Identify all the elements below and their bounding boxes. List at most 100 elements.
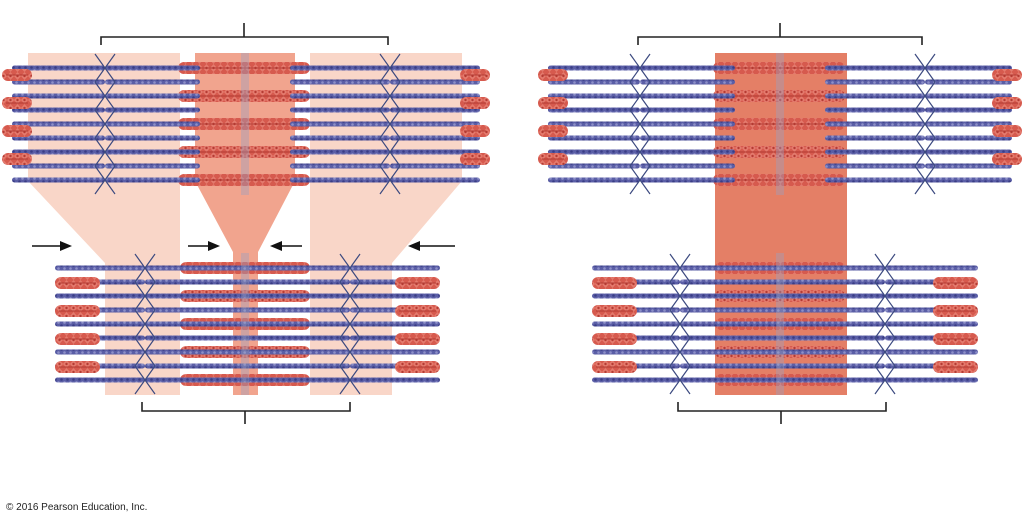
- actin-filament: [825, 93, 925, 99]
- actin-filament: [12, 135, 105, 141]
- actin-filament: [925, 93, 1012, 99]
- myosin-filament: [592, 361, 637, 373]
- m-line: [241, 53, 249, 195]
- actin-filament: [390, 135, 480, 141]
- actin-filament: [145, 307, 250, 313]
- z-disc: [134, 253, 156, 395]
- myosin-filament: [55, 361, 100, 373]
- myosin-filament: [538, 69, 568, 81]
- actin-filament: [925, 177, 1012, 183]
- myosin-filament: [460, 125, 490, 137]
- actin-filament: [290, 121, 390, 127]
- actin-filament: [925, 121, 1012, 127]
- actin-filament: [825, 177, 925, 183]
- arrow-icon: [408, 241, 455, 251]
- actin-filament: [350, 377, 440, 383]
- actin-filament: [240, 307, 350, 313]
- myosin-filament: [395, 277, 440, 289]
- actin-filament: [240, 279, 350, 285]
- actin-filament: [390, 163, 480, 169]
- actin-filament: [592, 293, 680, 299]
- actin-filament: [592, 349, 680, 355]
- actin-filament: [240, 293, 350, 299]
- z-disc-lines: [339, 253, 361, 395]
- actin-filament: [240, 363, 350, 369]
- actin-filament: [145, 265, 250, 271]
- actin-filament: [548, 65, 640, 71]
- actin-filament: [55, 265, 145, 271]
- actin-filament: [885, 349, 978, 355]
- myosin-filament: [460, 153, 490, 165]
- actin-filament: [640, 163, 735, 169]
- actin-filament: [640, 93, 735, 99]
- arrow-icon: [270, 241, 302, 251]
- z-disc: [669, 253, 691, 395]
- actin-filament: [548, 107, 640, 113]
- actin-filament: [105, 93, 200, 99]
- actin-filament: [290, 93, 390, 99]
- actin-filament: [775, 279, 885, 285]
- actin-filament: [55, 321, 145, 327]
- actin-filament: [12, 65, 105, 71]
- actin-filament: [592, 265, 680, 271]
- actin-filament: [640, 79, 735, 85]
- actin-filament: [240, 321, 350, 327]
- actin-filament: [350, 321, 440, 327]
- actin-filament: [55, 349, 145, 355]
- bracket-bottom-right: [677, 402, 887, 424]
- myosin-filament: [2, 69, 32, 81]
- contracted-sarcomere: [592, 253, 978, 395]
- myosin-filament: [395, 333, 440, 345]
- contraction-arrows: [32, 241, 455, 251]
- actin-filament: [145, 335, 250, 341]
- relaxed-sarcomere: [2, 53, 490, 195]
- actin-filament: [350, 349, 440, 355]
- myosin-filament: [55, 277, 100, 289]
- i-band-left-funnel: [28, 181, 180, 395]
- actin-filament: [680, 363, 785, 369]
- actin-filament: [390, 177, 480, 183]
- myosin-filament: [460, 69, 490, 81]
- myosin-filament: [992, 97, 1022, 109]
- actin-filament: [592, 321, 680, 327]
- actin-filament: [640, 121, 735, 127]
- bracket-top-right: [637, 23, 923, 45]
- actin-filament: [145, 279, 250, 285]
- i-band-left: [28, 53, 180, 181]
- myosin-filament: [933, 361, 978, 373]
- actin-filament: [55, 293, 145, 299]
- z-disc-lines: [629, 53, 651, 195]
- actin-filament: [290, 107, 390, 113]
- myosin-filament: [460, 97, 490, 109]
- actin-filament: [390, 65, 480, 71]
- myosin-filament: [933, 305, 978, 317]
- actin-filament: [240, 377, 350, 383]
- actin-filament: [775, 335, 885, 341]
- actin-filament: [390, 79, 480, 85]
- z-disc-lines: [874, 253, 896, 395]
- actin-filament: [825, 163, 925, 169]
- actin-filament: [290, 163, 390, 169]
- h-zone-funnel: [195, 181, 295, 395]
- actin-filament: [680, 265, 785, 271]
- actin-filament: [925, 107, 1012, 113]
- actin-filament: [548, 121, 640, 127]
- actin-filament: [240, 265, 350, 271]
- copyright-notice: © 2016 Pearson Education, Inc.: [6, 502, 148, 513]
- actin-filament: [640, 65, 735, 71]
- actin-filament: [925, 135, 1012, 141]
- actin-filament: [145, 377, 250, 383]
- actin-filament: [548, 177, 640, 183]
- z-disc-lines: [94, 53, 116, 195]
- myosin-filament: [933, 277, 978, 289]
- h-zone: [195, 53, 295, 181]
- actin-filament: [105, 177, 200, 183]
- actin-filament: [350, 293, 440, 299]
- myosin-filament: [2, 125, 32, 137]
- myosin-filament: [592, 277, 637, 289]
- actin-filament: [290, 177, 390, 183]
- actin-filament: [825, 121, 925, 127]
- brackets: [100, 23, 923, 424]
- actin-filament: [925, 65, 1012, 71]
- myosin-filament: [592, 305, 637, 317]
